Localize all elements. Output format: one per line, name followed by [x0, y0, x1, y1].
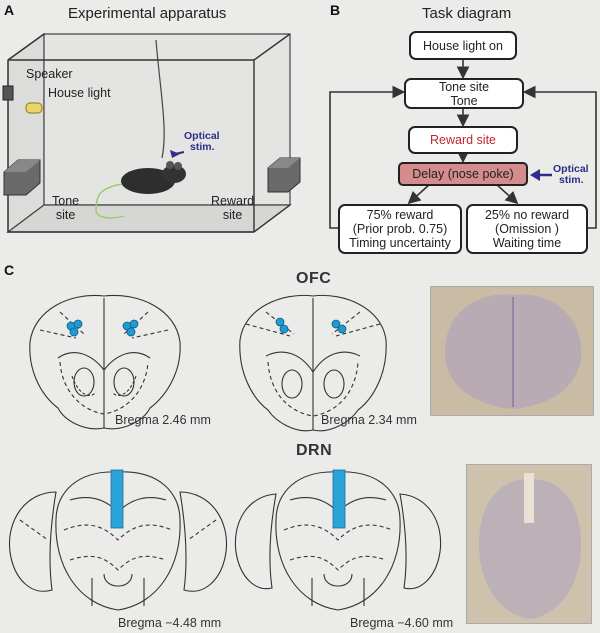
- omission-outcome-box: 25% no reward (Omission ) Waiting time: [466, 204, 588, 254]
- panel-b-letter: B: [330, 2, 341, 18]
- house-light-on-box: House light on: [409, 31, 517, 60]
- tone-site-box: Tone site Tone: [404, 78, 524, 109]
- ofc-histology-image: [430, 286, 594, 416]
- drn-title: DRN: [296, 442, 333, 459]
- reward-site-box: Reward site: [408, 126, 518, 154]
- panel-b-title: Task diagram: [422, 5, 512, 22]
- panel-c-letter: C: [4, 262, 15, 278]
- apparatus-box-drawing: [2, 32, 301, 234]
- bregma-drn-2: Bregma −4.60 mm: [350, 616, 454, 630]
- task-diagram-arrows: [329, 60, 597, 229]
- optical-stim-label-a: Optical stim.: [184, 130, 220, 153]
- drn-histology-image: [466, 464, 592, 624]
- house-light-label: House light: [48, 86, 111, 100]
- panel-a-title: Experimental apparatus: [68, 5, 227, 22]
- optical-stim-label-b: Optical stim.: [553, 163, 589, 186]
- speaker-label: Speaker: [26, 67, 73, 81]
- reward-outcome-box: 75% reward (Prior prob. 0.75) Timing unc…: [338, 204, 462, 254]
- bregma-drn-1: Bregma −4.48 mm: [118, 616, 222, 630]
- reward-site-label: Reward site: [211, 194, 255, 222]
- panel-a-letter: A: [4, 2, 15, 18]
- bregma-ofc-2: Bregma 2.34 mm: [321, 413, 417, 427]
- delay-nose-poke-box: Delay (nose poke): [398, 162, 528, 186]
- ofc-title: OFC: [296, 270, 332, 287]
- bregma-ofc-1: Bregma 2.46 mm: [115, 413, 211, 427]
- tone-site-label: Tone site: [52, 194, 80, 222]
